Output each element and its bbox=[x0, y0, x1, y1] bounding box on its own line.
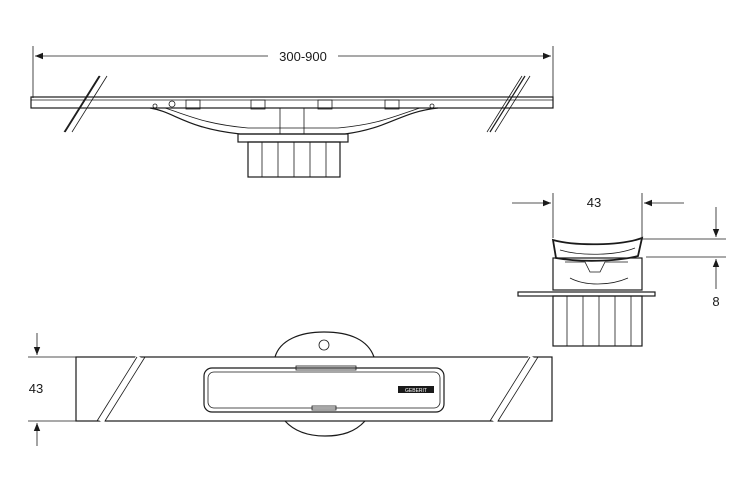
length-dimension: 300-900 bbox=[32, 46, 554, 98]
width-plan-label: 43 bbox=[29, 381, 43, 396]
width-dimension-plan: 43 bbox=[28, 333, 76, 446]
cover-plate: GEBERIT bbox=[203, 365, 445, 413]
channel-plan bbox=[75, 356, 553, 422]
plan-view: 43 GEBERIT bbox=[28, 331, 553, 446]
drain-body bbox=[149, 107, 439, 178]
brand-logo-text: GEBERIT bbox=[405, 388, 427, 394]
channel-profile bbox=[30, 75, 554, 133]
side-section-view: 43 8 bbox=[512, 193, 726, 347]
outlet-symbol-icon bbox=[318, 339, 330, 351]
brand-logo: GEBERIT bbox=[398, 386, 434, 394]
width-dimension-side: 43 bbox=[512, 193, 684, 238]
section-profile bbox=[517, 236, 656, 347]
height-offset-label: 8 bbox=[712, 294, 719, 309]
width-side-label: 43 bbox=[587, 195, 601, 210]
front-elevation-view: 300-900 bbox=[30, 46, 554, 178]
length-dimension-label: 300-900 bbox=[279, 49, 327, 64]
height-offset-dimension: 8 bbox=[642, 207, 726, 309]
